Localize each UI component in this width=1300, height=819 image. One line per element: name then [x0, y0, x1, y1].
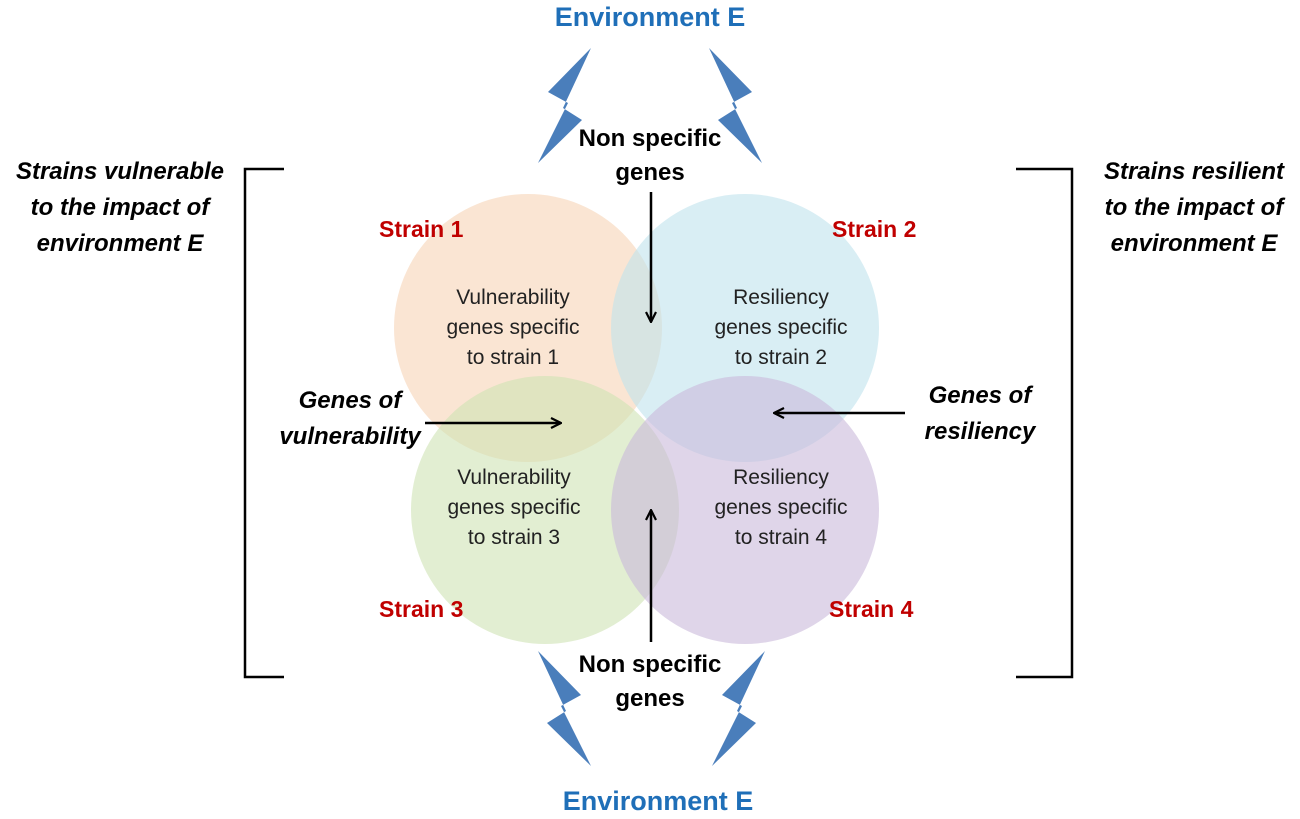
environment-top-label: Environment E — [554, 2, 746, 32]
text-line: Non specific — [578, 125, 722, 152]
strain-3-label: Strain 3 — [379, 596, 464, 622]
strain-4-circle — [611, 376, 879, 644]
text-line: Genes of — [928, 382, 1032, 409]
lightning-bolt-icon — [709, 48, 762, 163]
text-line: Strains vulnerable — [15, 158, 225, 185]
text-line: Resiliency — [733, 466, 829, 489]
text-line: Genes of — [298, 387, 402, 414]
text-line: Vulnerability — [457, 466, 571, 489]
strain-4-label: Strain 4 — [829, 596, 914, 622]
environment-bottom-label: Environment E — [562, 786, 754, 816]
text-line: genes specific — [446, 316, 580, 339]
vulnerable-strains-group-label: Strains vulnerable to the impact of envi… — [0, 154, 240, 262]
text-line: genes specific — [714, 316, 848, 339]
text-line: Vulnerability — [456, 286, 570, 309]
strain-3-description: Vulnerability genes specific to strain 3 — [414, 463, 614, 553]
text-line: to the impact of — [30, 194, 210, 221]
text-line: to strain 1 — [466, 346, 560, 369]
strain-1-description: Vulnerability genes specific to strain 1 — [413, 283, 613, 373]
strain-4-description: Resiliency genes specific to strain 4 — [681, 463, 881, 553]
text-line: genes specific — [714, 496, 848, 519]
non-specific-genes-top: Non specific genes — [550, 122, 750, 190]
text-line: to strain 4 — [734, 526, 828, 549]
text-line: vulnerability — [279, 423, 421, 450]
text-line: resiliency — [924, 418, 1036, 445]
strain-3-circle — [411, 376, 679, 644]
text-line: to the impact of — [1104, 194, 1284, 221]
genes-of-resiliency-label: Genes of resiliency — [880, 378, 1080, 450]
text-line: Strains resilient — [1103, 158, 1285, 185]
text-line: to strain 3 — [467, 526, 561, 549]
right-bracket — [1016, 167, 1074, 679]
text-line: environment E — [1110, 230, 1278, 257]
lightning-bolt-icon — [538, 651, 591, 766]
lightning-bolt-icon — [538, 48, 591, 163]
non-specific-genes-bottom: Non specific genes — [550, 648, 750, 716]
genes-of-vulnerability-label: Genes of vulnerability — [250, 383, 450, 455]
text-line: genes specific — [447, 496, 581, 519]
resilient-strains-group-label: Strains resilient to the impact of envir… — [1088, 154, 1300, 262]
text-line: to strain 2 — [734, 346, 828, 369]
strain-1-label: Strain 1 — [379, 216, 464, 242]
strain-2-label: Strain 2 — [832, 216, 917, 242]
text-line: genes — [615, 685, 685, 712]
lightning-bolt-icon — [712, 651, 765, 766]
text-line: Non specific — [578, 651, 722, 678]
text-line: Resiliency — [733, 286, 829, 309]
strain-2-description: Resiliency genes specific to strain 2 — [681, 283, 881, 373]
text-line: genes — [615, 159, 685, 186]
left-bracket — [243, 167, 284, 679]
text-line: environment E — [36, 230, 204, 257]
